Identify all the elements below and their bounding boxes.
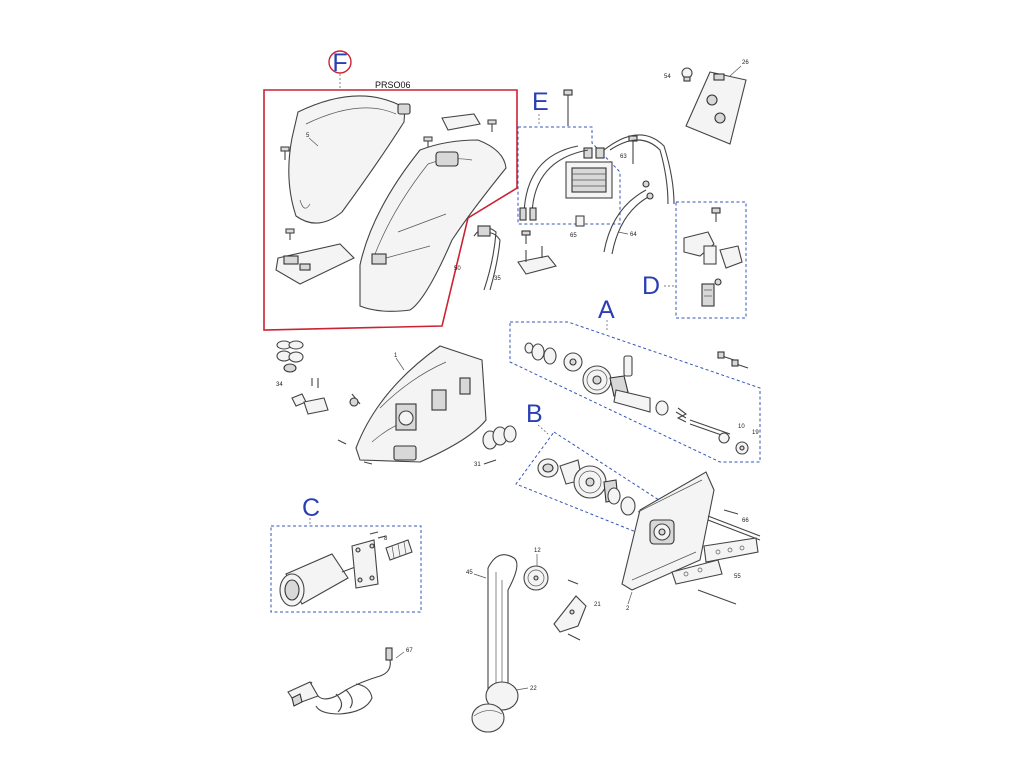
power-cord-part: [309, 659, 391, 700]
group-e-outline: [517, 126, 621, 225]
part-label-54: 54: [664, 74, 671, 80]
remote-control-group: 54 26: [664, 60, 749, 145]
shaft-a-part: [613, 389, 651, 413]
wiring-small-parts: 35 50: [454, 225, 557, 291]
group-b: B: [515, 400, 663, 533]
base-housing-part: [355, 345, 487, 463]
base-housing: 1: [311, 345, 487, 465]
part-label-66: 66: [742, 518, 749, 524]
part-label-5: 5: [306, 133, 310, 139]
part-label-8: 8: [384, 536, 388, 542]
part-label-2: 2: [626, 606, 630, 612]
part-label-1: 1: [394, 353, 398, 359]
group-c: C 8: [270, 494, 422, 613]
belt-assembly: 45 12 21 22: [466, 548, 601, 733]
circuit-board-part: [275, 243, 355, 285]
part-label-12: 12: [534, 548, 541, 554]
part-label-26: 26: [742, 60, 749, 66]
cable-glands: [276, 340, 304, 373]
arm-part: [703, 537, 759, 563]
power-cord: 67: [287, 647, 413, 715]
terminal-34-group: 34: [276, 378, 329, 415]
bracket-21-part: [553, 595, 587, 633]
part-label-19: 19: [752, 430, 759, 436]
bushings-31: 31: [474, 425, 517, 468]
group-a-outline: [509, 321, 761, 463]
part-label-55: 55: [734, 574, 741, 580]
group-d-outline: [675, 201, 747, 319]
terminal-block-part: [517, 255, 557, 275]
part-label-63: 63: [620, 154, 627, 160]
group-e: E 63 64 65: [517, 88, 675, 255]
part-label-34: 34: [276, 382, 283, 388]
group-e-letter: E: [532, 88, 549, 116]
part-label-64: 64: [630, 232, 637, 238]
part-label-10: 10: [738, 424, 745, 430]
part-label-45: 45: [466, 570, 473, 576]
belt-part: [487, 554, 518, 696]
part-label-65: 65: [570, 233, 577, 239]
group-a: A 10 19: [509, 296, 761, 463]
bracket-plate: 2 66 55: [621, 471, 761, 612]
part-label-67: 67: [406, 648, 413, 654]
terminal-part: [575, 215, 585, 227]
part-label-35: 35: [494, 276, 501, 282]
slide-plate-part: [441, 113, 481, 131]
part-label-31: 31: [474, 462, 481, 468]
group-a-letter: A: [598, 296, 615, 324]
cover-part: [288, 95, 406, 224]
group-d-letter: D: [642, 272, 660, 300]
part-label-21: 21: [594, 602, 601, 608]
part-label-50: 50: [454, 266, 461, 272]
remote-housing-part: [685, 71, 747, 145]
group-f-circle: [328, 50, 352, 74]
group-f: F PRSO06 5: [263, 49, 518, 331]
group-d: D: [642, 201, 747, 319]
group-b-letter: B: [526, 400, 543, 428]
terminal-34-part: [303, 397, 329, 415]
group-f-letter: F: [332, 49, 347, 77]
group-c-outline: [270, 525, 422, 613]
group-c-letter: C: [302, 494, 320, 522]
group-b-outline: [515, 431, 663, 533]
part-label-22: 22: [530, 686, 537, 692]
pulley-22-part: [485, 681, 519, 711]
model-code: PRSO06: [375, 80, 411, 90]
main-housing-part: [359, 139, 507, 312]
